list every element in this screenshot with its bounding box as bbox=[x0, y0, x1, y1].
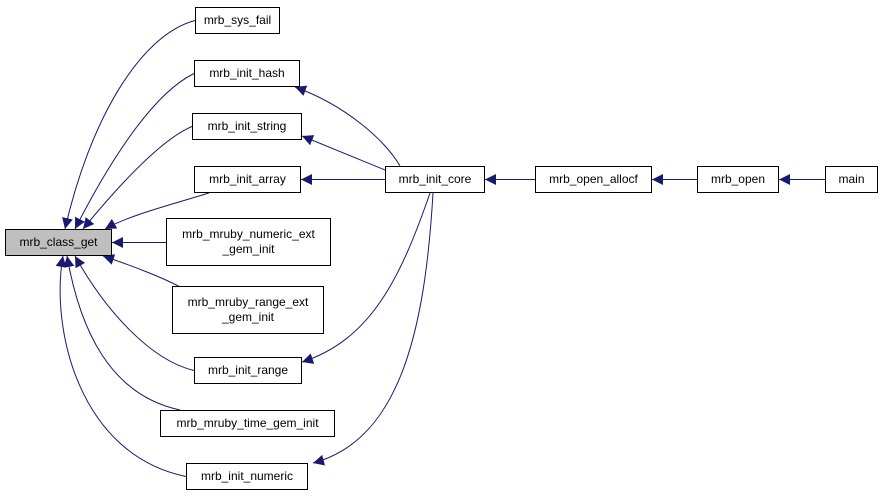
node-label-line: mrb_open_allocf bbox=[549, 172, 638, 186]
edge-mrb_init_string-to-mrb_class_get bbox=[82, 126, 193, 230]
node-mrb-mruby-time-gem-init[interactable]: mrb_mruby_time_gem_init bbox=[160, 410, 335, 437]
node-label-line: _gem_init bbox=[221, 310, 274, 324]
node-mrb-init-range[interactable]: mrb_init_range bbox=[194, 357, 302, 384]
node-label-line: _gem_init bbox=[222, 242, 275, 256]
node-mrb-class-get: mrb_class_get bbox=[5, 229, 112, 256]
node-main[interactable]: main bbox=[825, 166, 878, 193]
node-mrb-open-allocf[interactable]: mrb_open_allocf bbox=[535, 166, 652, 193]
node-label: mrb_open bbox=[711, 172, 765, 187]
node-label-line: mrb_mruby_time_gem_init bbox=[176, 416, 319, 430]
node-mrb-init-hash[interactable]: mrb_init_hash bbox=[194, 60, 300, 87]
node-label-line: mrb_open bbox=[710, 172, 766, 186]
node-label: mrb_class_get bbox=[19, 235, 97, 250]
node-label: mrb_init_range bbox=[208, 363, 288, 378]
node-mrb-init-core[interactable]: mrb_init_core bbox=[385, 166, 485, 193]
node-label: mrb_mruby_numeric_ext_gem_init bbox=[182, 227, 315, 257]
edge-mrb_init_core-to-mrb_init_string bbox=[301, 135, 386, 171]
node-label-line: mrb_class_get bbox=[19, 235, 98, 249]
node-label: mrb_mruby_range_ext_gem_init bbox=[188, 295, 309, 325]
node-mrb-sys-fail[interactable]: mrb_sys_fail bbox=[195, 7, 280, 34]
node-label-line: main bbox=[838, 172, 865, 186]
node-label-line: mrb_init_numeric bbox=[200, 469, 294, 483]
node-label: mrb_init_core bbox=[399, 172, 472, 187]
node-label-line: mrb_sys_fail bbox=[203, 13, 272, 27]
node-label: mrb_open_allocf bbox=[549, 172, 638, 187]
node-label: mrb_init_numeric bbox=[201, 469, 293, 484]
edge-mrb_init_core-to-mrb_init_hash bbox=[294, 85, 401, 167]
node-mrb-init-numeric[interactable]: mrb_init_numeric bbox=[186, 463, 308, 490]
node-label: mrb_init_hash bbox=[209, 66, 284, 81]
node-label-line: mrb_init_core bbox=[398, 172, 472, 186]
edge-mrb_init_core-to-mrb_init_range bbox=[301, 192, 431, 364]
node-mrb-init-array[interactable]: mrb_init_array bbox=[194, 166, 301, 193]
node-mrb-open[interactable]: mrb_open bbox=[697, 166, 779, 193]
node-label: mrb_sys_fail bbox=[204, 13, 271, 28]
edge-mrb_mruby_time_gem_init-to-mrb_class_get bbox=[63, 255, 181, 411]
edge-mrb_init_hash-to-mrb_class_get bbox=[74, 73, 195, 230]
edge-mrb_init_range-to-mrb_class_get bbox=[74, 255, 195, 371]
node-label: mrb_init_string bbox=[208, 119, 287, 134]
edge-mrb_init_numeric-to-mrb_class_get bbox=[55, 255, 187, 477]
node-label-line: mrb_init_string bbox=[207, 119, 287, 133]
node-label-line: mrb_mruby_range_ext bbox=[187, 295, 309, 309]
node-mrb-init-string[interactable]: mrb_init_string bbox=[192, 113, 302, 140]
node-label: mrb_init_array bbox=[209, 172, 286, 187]
edge-mrb_sys_fail-to-mrb_class_get bbox=[62, 20, 196, 230]
node-label-line: mrb_init_range bbox=[207, 363, 289, 377]
node-label-line: mrb_mruby_numeric_ext bbox=[182, 227, 315, 241]
edge-mrb_init_core-to-mrb_init_numeric bbox=[312, 192, 434, 466]
node-mrb-mruby-range-ext-gem-init[interactable]: mrb_mruby_range_ext_gem_init bbox=[172, 286, 324, 334]
edge-mrb_init_array-to-mrb_class_get bbox=[104, 192, 210, 230]
node-mrb-mruby-numeric-ext-gem-init[interactable]: mrb_mruby_numeric_ext_gem_init bbox=[166, 218, 331, 266]
node-label-line: mrb_init_array bbox=[209, 172, 286, 186]
node-label: main bbox=[838, 172, 864, 187]
node-label-line: mrb_init_hash bbox=[209, 66, 285, 80]
node-label: mrb_mruby_time_gem_init bbox=[176, 416, 318, 431]
